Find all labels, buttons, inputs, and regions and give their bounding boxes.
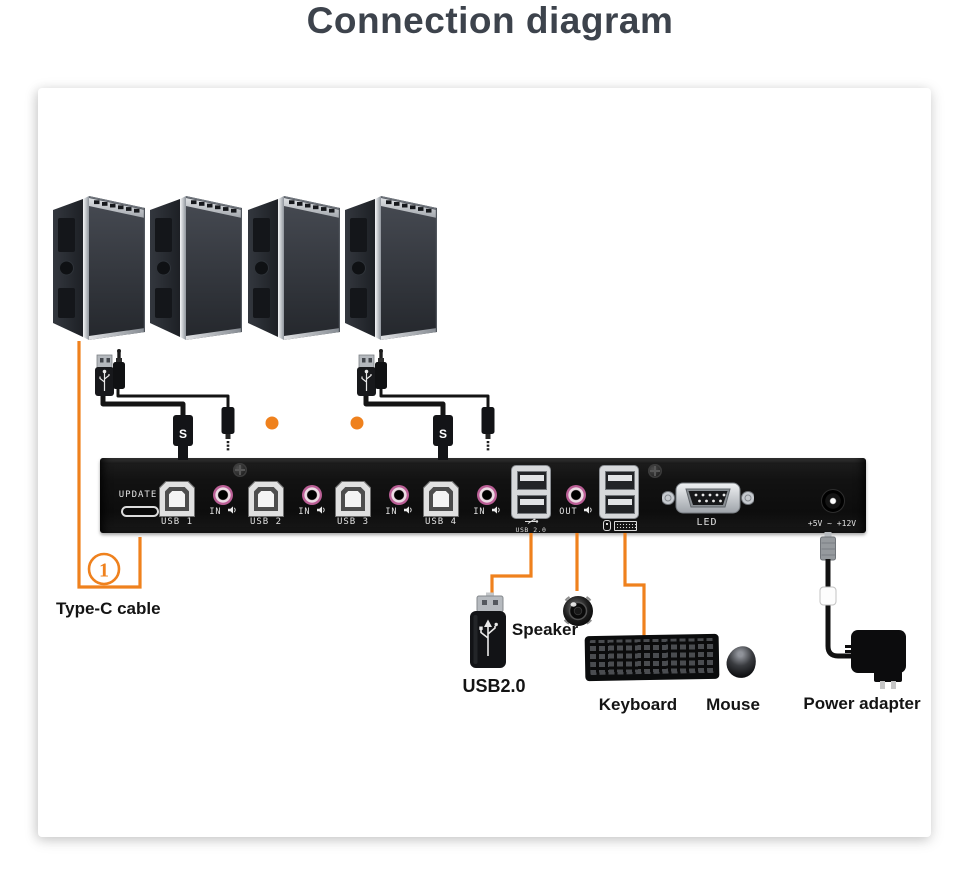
page-title: Connection diagram bbox=[306, 0, 674, 41]
panel-screw bbox=[233, 463, 247, 477]
port-tongue bbox=[608, 499, 632, 505]
port-tongue bbox=[520, 499, 544, 505]
speaker-icon bbox=[316, 506, 325, 514]
out-label-text: OUT bbox=[559, 507, 578, 517]
in-label-text: IN bbox=[385, 507, 398, 517]
port-core bbox=[169, 491, 185, 507]
port-core bbox=[433, 491, 449, 507]
audio-out-jack bbox=[566, 485, 586, 505]
port-core bbox=[258, 491, 274, 507]
port-core bbox=[345, 491, 361, 507]
usb-b-port-2 bbox=[248, 481, 284, 517]
db9-connector bbox=[662, 482, 754, 514]
usb-a-port bbox=[517, 471, 547, 490]
computer-tower bbox=[345, 196, 437, 340]
usb-a-port bbox=[605, 471, 635, 490]
in1-label: IN bbox=[201, 506, 245, 517]
type-c-cable-label: Type-C cable bbox=[56, 599, 161, 618]
in2-label: IN bbox=[290, 506, 334, 517]
audio-in-jack-4 bbox=[477, 485, 497, 505]
audio-in-jack-1 bbox=[213, 485, 233, 505]
computer-tower bbox=[150, 196, 242, 340]
keyboard-keys bbox=[589, 637, 715, 676]
speaker-icon bbox=[491, 506, 500, 514]
speaker-icon bbox=[583, 506, 592, 514]
audio-in-jack-3 bbox=[389, 485, 409, 505]
usb-b-port-1 bbox=[159, 481, 195, 517]
computer-tower bbox=[53, 196, 145, 340]
usb-hub-caption: USB 2.0 bbox=[505, 518, 557, 534]
usb-a-port bbox=[605, 495, 635, 514]
usb4-label: USB 4 bbox=[424, 517, 458, 527]
in-label-text: IN bbox=[209, 507, 222, 517]
panel-screw bbox=[648, 464, 662, 478]
power-voltage-label: +5V ~ +12V bbox=[807, 519, 857, 528]
usb-b-port-4 bbox=[423, 481, 459, 517]
usb1-label: USB 1 bbox=[160, 517, 194, 527]
update-label: UPDATE bbox=[118, 490, 158, 500]
keyboard-mouse-caption bbox=[601, 520, 639, 531]
in-label-text: IN bbox=[473, 507, 486, 517]
mouse-label: Mouse bbox=[706, 695, 760, 714]
usb-a-port bbox=[517, 495, 547, 514]
led-label: LED bbox=[696, 517, 718, 528]
dc-power-jack bbox=[821, 489, 845, 513]
port-tongue bbox=[608, 475, 632, 481]
usb-hub-ports bbox=[511, 465, 551, 519]
in4-label: IN bbox=[465, 506, 509, 517]
audio-in-jack-2 bbox=[302, 485, 322, 505]
usb3-label: USB 3 bbox=[336, 517, 370, 527]
keyboard-device bbox=[584, 633, 720, 682]
usb-c-update-port bbox=[121, 506, 159, 517]
keyboard-icon bbox=[614, 520, 637, 531]
kvm-rear-panel: UPDATE USB 1 USB 2 USB 3 USB 4 IN IN IN … bbox=[100, 458, 866, 534]
keyboard-mouse-ports bbox=[599, 465, 639, 519]
computer-tower bbox=[248, 196, 340, 340]
usb-drive-label: USB2.0 bbox=[462, 676, 526, 696]
usb2-label: USB 2 bbox=[249, 517, 283, 527]
power-adapter-label: Power adapter bbox=[803, 694, 921, 713]
usb-hub-label: USB 2.0 bbox=[515, 526, 547, 534]
mouse-icon bbox=[603, 520, 611, 531]
speaker-icon bbox=[403, 506, 412, 514]
out-label: OUT bbox=[554, 506, 598, 517]
port-tongue bbox=[520, 475, 544, 481]
in-label-text: IN bbox=[298, 507, 311, 517]
speaker-icon bbox=[227, 506, 236, 514]
speaker-label: Speaker bbox=[511, 620, 579, 639]
usb-trident-icon bbox=[524, 518, 538, 524]
in3-label: IN bbox=[377, 506, 421, 517]
usb-b-port-3 bbox=[335, 481, 371, 517]
keyboard-label: Keyboard bbox=[598, 695, 678, 714]
